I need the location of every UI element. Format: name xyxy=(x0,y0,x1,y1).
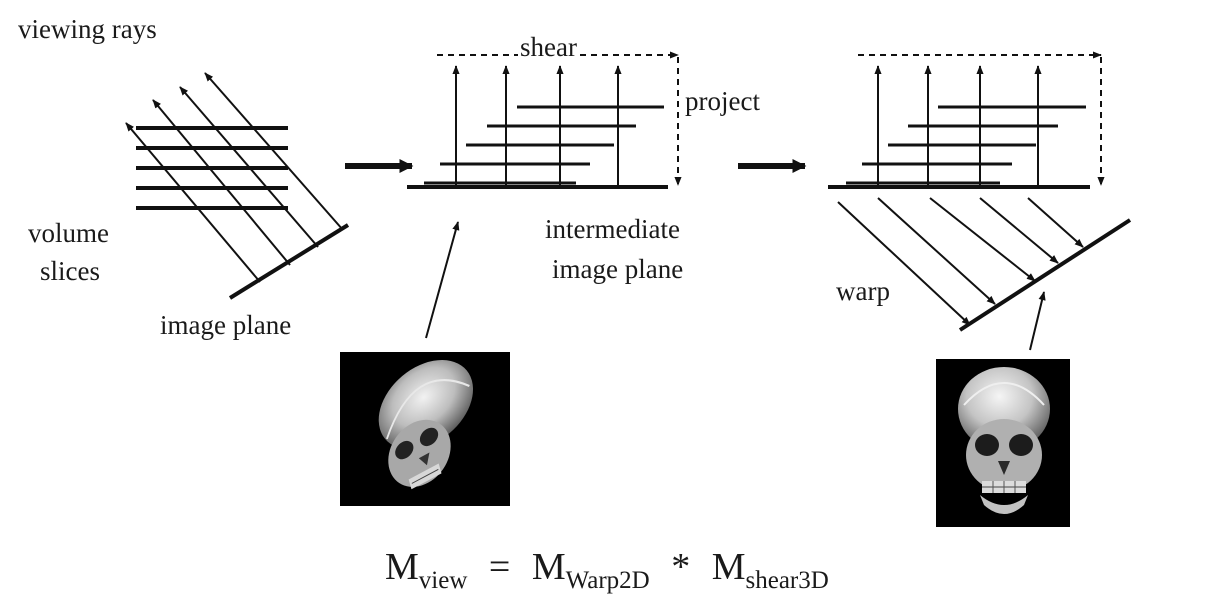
formula-star: * xyxy=(671,546,691,588)
volume-slices xyxy=(136,126,288,210)
image-plane-line xyxy=(228,223,350,300)
image-plane-label: image plane xyxy=(160,310,292,340)
formula-equals: = xyxy=(488,546,511,588)
sheared-slices-2 xyxy=(846,105,1086,185)
volume-label: volume xyxy=(28,218,109,248)
sheared-slices xyxy=(424,105,664,185)
warp-label: warp xyxy=(836,276,890,306)
image-pointer-arrow-2 xyxy=(1029,291,1046,351)
shear-label: shear xyxy=(518,32,579,62)
viewing-rays xyxy=(125,72,344,283)
viewing-rays-label: viewing rays xyxy=(18,14,157,44)
formula-sub-shear: shear3D xyxy=(745,567,829,594)
intermediate-label: intermediate xyxy=(545,214,680,244)
final-image-plane-line xyxy=(958,218,1132,332)
intermediate-image-plane-label: image plane xyxy=(552,254,684,284)
intermediate-skull-image xyxy=(340,352,510,506)
panel-warped xyxy=(828,51,1132,351)
view-matrix-formula: Mview = MWarp2D * Mshear3D xyxy=(385,548,829,593)
formula-m-shear: M xyxy=(711,546,746,588)
project-label: project xyxy=(685,86,760,116)
panel-original xyxy=(125,72,350,300)
slices-label: slices xyxy=(40,256,100,286)
sheared-rays xyxy=(452,65,622,187)
formula-sub-warp: Warp2D xyxy=(565,567,650,594)
formula-m-warp: M xyxy=(531,546,566,588)
formula-m-view: M xyxy=(385,546,419,588)
final-skull-image xyxy=(936,359,1070,527)
sheared-rays-2 xyxy=(874,65,1042,187)
image-pointer-arrow-1 xyxy=(425,221,460,339)
warp-arrows xyxy=(837,197,1084,326)
panel-sheared xyxy=(407,51,682,339)
formula-sub-view: view xyxy=(418,567,468,594)
